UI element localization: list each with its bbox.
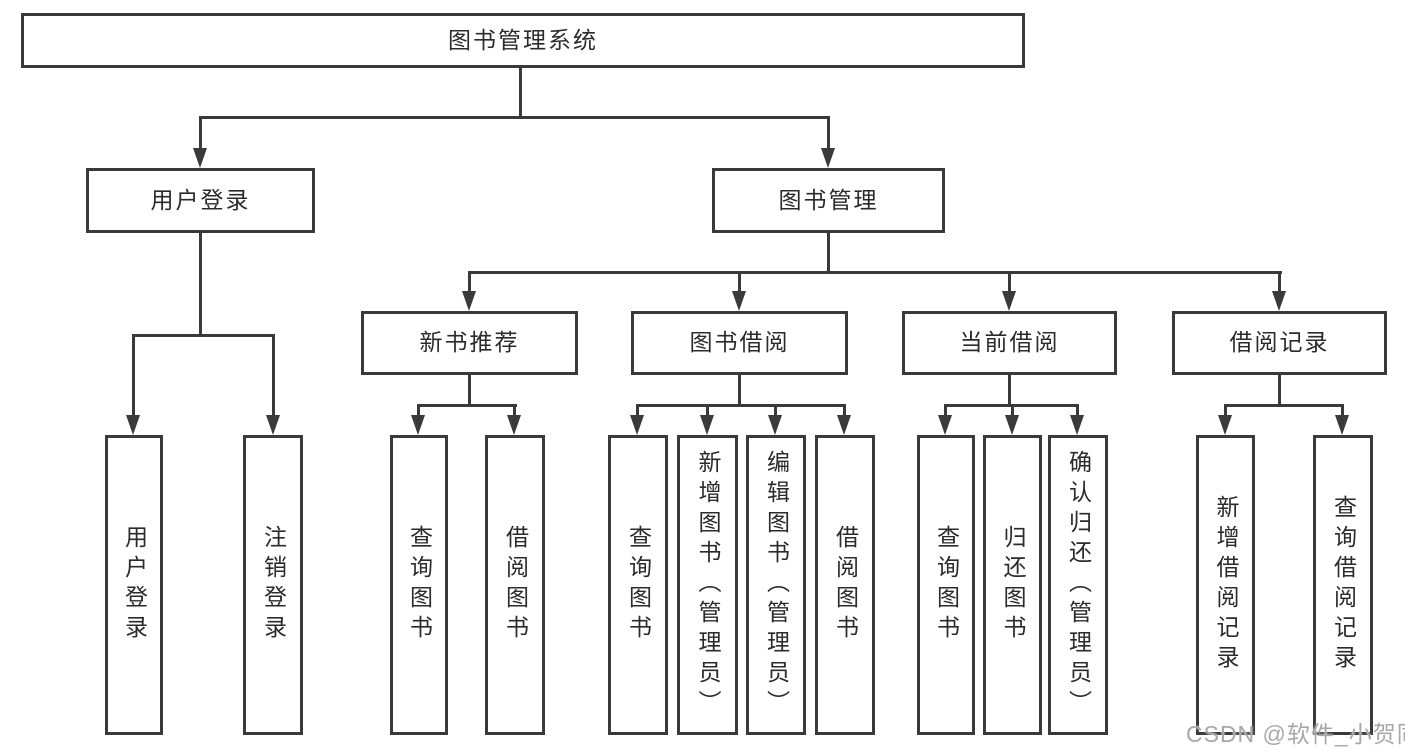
leaf-label: 借阅图书 <box>502 525 529 645</box>
leaf-label: 编辑图书（管理员） <box>763 450 790 720</box>
node-current-borrowing: 当前借阅 <box>902 311 1117 375</box>
connector-hline <box>1224 404 1344 407</box>
connector-trunk <box>827 233 830 274</box>
connector-root-hline <box>199 116 830 119</box>
arrow-down-icon <box>266 415 280 435</box>
node-book-management: 图书管理 <box>712 168 945 233</box>
connector-hline <box>468 271 1282 274</box>
connector-trunk <box>468 375 471 406</box>
arrow-down-icon <box>1335 415 1349 435</box>
node-user-login: 用户登录 <box>86 168 315 233</box>
node-label: 图书借阅 <box>689 329 790 356</box>
leaf-label: 确认归还（管理员） <box>1065 450 1092 720</box>
connector-drop-line <box>706 404 709 416</box>
connector-drop-line <box>1076 404 1079 416</box>
node-label: 当前借阅 <box>959 329 1060 356</box>
leaf-label: 查询图书 <box>933 525 960 645</box>
watermark: CSDN @软件_小贺同学 <box>1186 721 1405 747</box>
node-new-book-recommendation: 新书推荐 <box>361 311 578 375</box>
connector-hline <box>636 404 846 407</box>
node-label: 图书管理 <box>778 186 879 213</box>
leaf-confirm-return-admin: 确认归还（管理员） <box>1048 435 1108 735</box>
connector-drop-line <box>272 334 275 415</box>
leaf-recommend-borrow-books: 借阅图书 <box>485 435 545 735</box>
connector-drop-line <box>774 404 777 416</box>
leaf-user-login: 用户登录 <box>105 435 163 735</box>
leaf-current-query-books: 查询图书 <box>917 435 975 735</box>
arrow-down-icon <box>411 415 425 435</box>
leaf-recommend-query-books: 查询图书 <box>390 435 448 735</box>
leaf-label: 借阅图书 <box>832 525 859 645</box>
arrow-down-icon <box>938 415 952 435</box>
node-label: 图书管理系统 <box>448 26 598 53</box>
connector-trunk <box>199 233 202 337</box>
arrow-down-icon <box>1272 291 1286 311</box>
leaf-label: 查询借阅记录 <box>1330 495 1357 675</box>
connector-drop-line <box>468 271 471 291</box>
node-label: 新书推荐 <box>419 329 520 356</box>
node-label: 借阅记录 <box>1229 329 1330 356</box>
arrow-down-icon <box>1005 415 1019 435</box>
connector-drop-line <box>513 404 516 416</box>
arrow-down-icon <box>1002 291 1016 311</box>
connector-drop-line <box>827 116 830 148</box>
arrow-down-icon <box>1070 415 1084 435</box>
connector-drop-line <box>1011 404 1014 416</box>
arrow-down-icon <box>732 291 746 311</box>
arrow-down-icon <box>1218 415 1232 435</box>
connector-drop-line <box>417 404 420 416</box>
leaf-label: 查询图书 <box>625 525 652 645</box>
connector-drop-line <box>132 334 135 415</box>
arrow-down-icon <box>821 148 835 168</box>
connector-drop-line <box>1008 271 1011 291</box>
connector-drop-line <box>1278 271 1281 291</box>
node-library-management-system: 图书管理系统 <box>21 13 1025 68</box>
leaf-label: 注销登录 <box>260 525 287 645</box>
arrow-down-icon <box>126 415 140 435</box>
connector-drop-line <box>1341 404 1344 416</box>
arrow-down-icon <box>837 415 851 435</box>
connector-trunk <box>1278 375 1281 406</box>
node-label: 用户登录 <box>150 186 251 213</box>
connector-drop-line <box>944 404 947 416</box>
arrow-down-icon <box>507 415 521 435</box>
connector-hline <box>132 334 275 337</box>
connector-drop-line <box>636 404 639 416</box>
leaf-label: 新增借阅记录 <box>1213 495 1239 675</box>
arrow-down-icon <box>462 291 476 311</box>
leaf-logout: 注销登录 <box>243 435 303 735</box>
arrow-down-icon <box>768 415 782 435</box>
leaf-label: 归还图书 <box>1000 525 1026 645</box>
leaf-add-borrow-record: 新增借阅记录 <box>1196 435 1255 735</box>
leaf-return-books: 归还图书 <box>983 435 1042 735</box>
leaf-label: 用户登录 <box>121 525 148 645</box>
connector-root-trunk <box>519 68 522 119</box>
connector-drop-line <box>199 116 202 148</box>
arrow-down-icon <box>700 415 714 435</box>
leaf-label: 查询图书 <box>406 525 433 645</box>
connector-drop-line <box>738 271 741 291</box>
leaf-label: 新增图书（管理员） <box>695 450 721 720</box>
leaf-edit-books-admin: 编辑图书（管理员） <box>746 435 806 735</box>
connector-drop-line <box>843 404 846 416</box>
node-borrowing-records: 借阅记录 <box>1172 311 1387 375</box>
arrow-down-icon <box>193 148 207 168</box>
leaf-borrowing-query-books: 查询图书 <box>608 435 668 735</box>
leaf-query-borrow-record: 查询借阅记录 <box>1313 435 1373 735</box>
connector-drop-line <box>1224 404 1227 416</box>
leaf-add-books-admin: 新增图书（管理员） <box>677 435 738 735</box>
connector-trunk <box>738 375 741 406</box>
arrow-down-icon <box>630 415 644 435</box>
leaf-borrow-books: 借阅图书 <box>815 435 875 735</box>
connector-hline <box>417 404 517 407</box>
node-book-borrowing: 图书借阅 <box>631 311 848 375</box>
connector-trunk <box>1008 375 1011 406</box>
